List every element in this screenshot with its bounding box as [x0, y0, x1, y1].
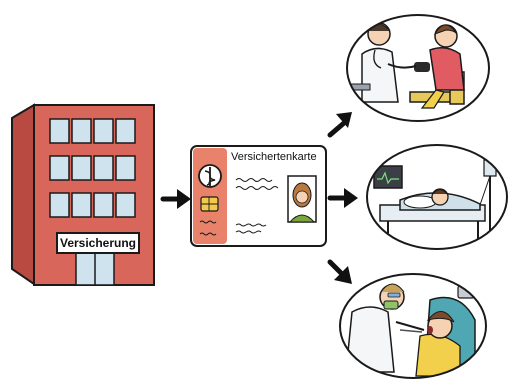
arrow-card-to-hospital [327, 188, 358, 208]
dental-mirror-icon [395, 321, 425, 331]
card-accent-strip [193, 148, 227, 244]
scene-doctor-visit [346, 14, 490, 122]
card-title: Versichertenkarte [231, 151, 317, 163]
scene-dentist-visit [339, 273, 487, 379]
insurance-card [190, 145, 327, 247]
caduceus-icon [198, 164, 222, 188]
arrow-card-to-doctor [327, 112, 352, 138]
stethoscope-icon [373, 49, 382, 69]
building-sign: Versicherung [56, 232, 140, 254]
building-windows [49, 118, 136, 218]
card-photo [287, 175, 317, 223]
face-mask-icon [383, 300, 399, 310]
card-text-lines [199, 178, 279, 236]
scene-hospital-stay [366, 144, 508, 250]
arrows [160, 112, 358, 284]
arrow-card-to-dentist [327, 259, 352, 284]
card-chip-icon [200, 196, 219, 212]
iv-drip-icon [479, 175, 491, 206]
arrow-building-to-card [160, 189, 191, 209]
insurance-building [11, 103, 155, 286]
heart-monitor-icon [373, 165, 403, 189]
